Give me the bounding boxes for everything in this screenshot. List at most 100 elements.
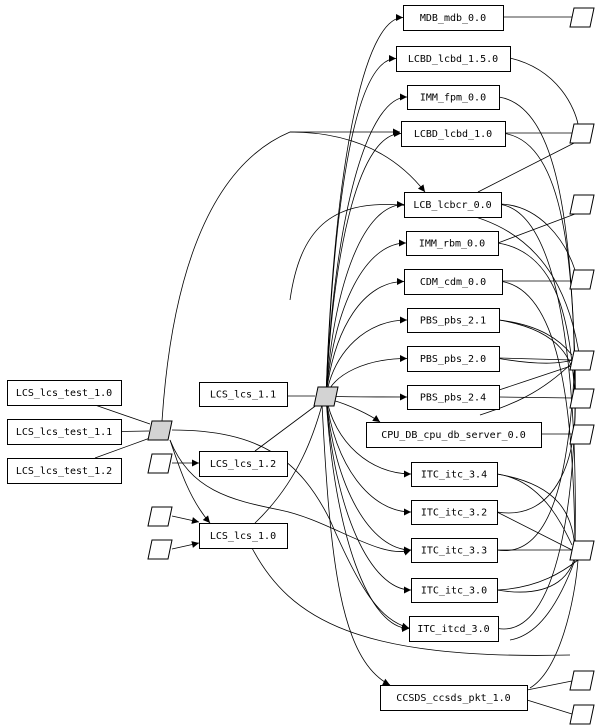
node-label: ITC_itc_3.0	[421, 586, 487, 597]
node-box	[366, 422, 542, 448]
edge-lefthub-lcbcr	[289, 131, 426, 193]
package-shape-right-4	[569, 350, 595, 371]
edge	[526, 680, 573, 691]
node-lcs12[interactable]: LCS_lcs_1.2	[199, 451, 288, 477]
package-shape-right-8	[569, 670, 595, 691]
package-shape-left-1	[147, 506, 173, 527]
edge-hub-itc34	[325, 395, 412, 478]
edge	[500, 203, 576, 271]
node-label: LCBD_lcbd_1.0	[414, 129, 492, 140]
edge-hub-cpudb	[331, 399, 381, 423]
node-lcbcr[interactable]: LCB_lcbcr_0.0	[404, 192, 502, 218]
node-mdb[interactable]: MDB_mdb_0.0	[403, 5, 504, 31]
node-box	[404, 192, 502, 218]
package-shape-right-0	[569, 7, 595, 28]
node-lcs11[interactable]: LCS_lcs_1.1	[199, 382, 288, 407]
package-shape-left-0	[147, 453, 173, 474]
node-label: CCSDS_ccsds_pkt_1.0	[396, 693, 510, 704]
edge-hub-itc32	[325, 395, 412, 516]
node-itc34[interactable]: ITC_itc_3.4	[411, 462, 498, 487]
node-rbm[interactable]: IMM_rbm_0.0	[406, 231, 499, 256]
edge	[251, 547, 571, 656]
edge	[501, 281, 576, 553]
node-box	[411, 578, 498, 603]
node-label: MDB_mdb_0.0	[420, 13, 486, 24]
node-box	[199, 451, 288, 477]
node-label: ITC_itcd_3.0	[417, 624, 489, 635]
edge	[477, 139, 581, 193]
node-box	[411, 500, 498, 525]
node-pbs24[interactable]: PBS_pbs_2.4	[407, 385, 500, 410]
node-label: IMM_fpm_0.0	[420, 93, 486, 104]
node-box	[7, 419, 122, 445]
package-shape-right-1	[569, 123, 595, 144]
edge-hub-pbs24	[325, 393, 408, 401]
edge	[509, 57, 579, 125]
package-shape-right-5	[569, 388, 595, 409]
edge	[496, 397, 576, 514]
edge	[496, 511, 573, 551]
edge-lefthub-itc33	[169, 439, 412, 556]
node-label: LCS_lcs_test_1.1	[16, 427, 112, 438]
node-test10[interactable]: LCS_lcs_test_1.0	[7, 380, 122, 406]
node-label: CPU_DB_cpu_db_server_0.0	[381, 430, 526, 441]
node-pbs21[interactable]: PBS_pbs_2.1	[407, 308, 500, 333]
node-fpm[interactable]: IMM_fpm_0.0	[407, 85, 500, 110]
edge	[497, 242, 576, 399]
node-label: ITC_itc_3.2	[421, 508, 487, 519]
node-box	[7, 458, 122, 484]
edge	[254, 403, 319, 452]
node-label: ITC_itc_3.3	[421, 546, 487, 557]
edge	[504, 133, 576, 399]
package-shape-right-7	[569, 540, 595, 561]
node-cdm[interactable]: CDM_cdm_0.0	[404, 269, 503, 295]
edge-lefthub-lcbd10	[161, 128, 400, 422]
edge-lefthub-itcd30	[171, 429, 410, 630]
node-lcbd10[interactable]: LCBD_lcbd_1.0	[401, 121, 506, 147]
node-itc33[interactable]: ITC_itc_3.3	[411, 538, 498, 563]
edge	[254, 404, 323, 524]
edge	[496, 473, 576, 553]
node-itc30[interactable]: ITC_itc_3.0	[411, 578, 498, 603]
node-box	[380, 685, 528, 711]
node-test12[interactable]: LCS_lcs_test_1.2	[7, 458, 122, 484]
node-pbs20[interactable]: PBS_pbs_2.0	[407, 346, 500, 372]
edge-hub-itc33	[325, 395, 412, 554]
node-itcd30[interactable]: ITC_itcd_3.0	[409, 616, 499, 642]
edge	[500, 204, 576, 553]
edge-hub-lcbd10	[325, 130, 402, 397]
node-ccsds[interactable]: CCSDS_ccsds_pkt_1.0	[380, 685, 528, 711]
node-label: LCBD_lcbd_1.5.0	[408, 54, 498, 65]
edge-hub-pbs20	[325, 355, 408, 397]
edge	[497, 359, 576, 630]
edge	[498, 364, 575, 391]
node-itc32[interactable]: ITC_itc_3.2	[411, 500, 498, 525]
edge	[94, 404, 151, 425]
edge	[509, 559, 576, 641]
node-lcs10[interactable]: LCS_lcs_1.0	[199, 523, 288, 549]
node-cpudb[interactable]: CPU_DB_cpu_db_server_0.0	[366, 422, 542, 448]
edge-hub-rbm	[325, 239, 407, 397]
node-box	[401, 121, 506, 147]
node-label: LCS_lcs_1.0	[210, 531, 276, 542]
node-test11[interactable]: LCS_lcs_test_1.1	[7, 419, 122, 445]
node-box	[407, 85, 500, 110]
node-label: PBS_pbs_2.1	[420, 316, 486, 327]
node-box	[409, 616, 499, 642]
node-label: LCB_lcbcr_0.0	[413, 200, 491, 211]
node-label: CDM_cdm_0.0	[420, 277, 486, 288]
edge-hub-lcbd15	[325, 55, 397, 397]
package-shape-right-6	[569, 424, 595, 445]
edge-hub-pbs21	[325, 316, 408, 397]
node-box	[396, 46, 511, 72]
node-lcbd15[interactable]: LCBD_lcbd_1.5.0	[396, 46, 511, 72]
package-shape-right-2	[569, 194, 595, 215]
edge-hub-itc30	[325, 395, 412, 594]
node-box	[403, 5, 504, 31]
edge-hub-ccsds	[321, 403, 391, 686]
node-box	[407, 346, 500, 372]
node-box	[406, 231, 499, 256]
edge-hub-fpm	[325, 93, 408, 397]
edge	[94, 437, 151, 459]
